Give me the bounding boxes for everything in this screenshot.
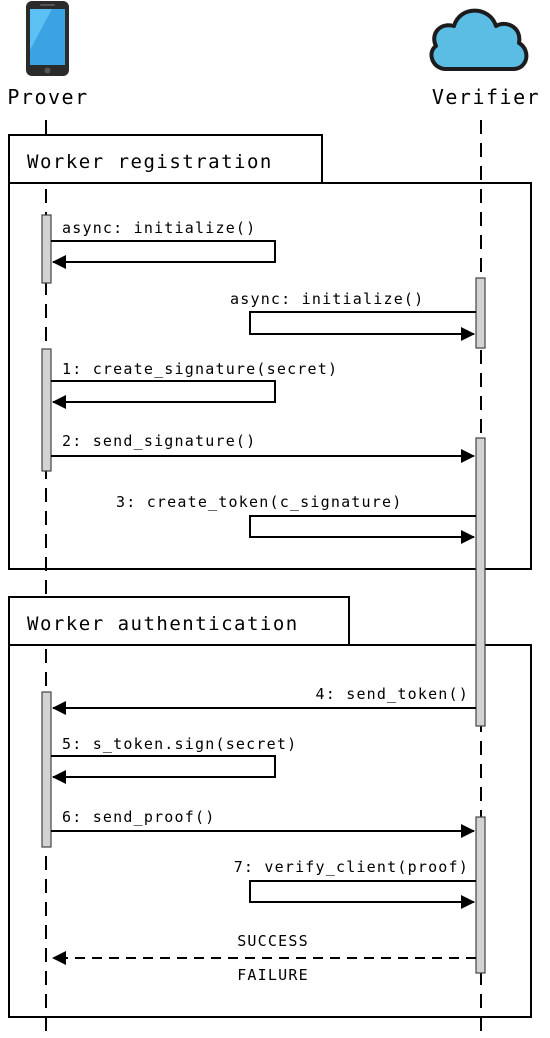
message-label: 2: send_signature() (62, 432, 256, 450)
verifier-activation (475, 437, 486, 727)
registration-frame-title: Worker registration (27, 151, 273, 173)
verifier-activation (475, 816, 486, 974)
message-verify-client: 7: verify_client(proof) (234, 858, 476, 909)
self-call-arrow (249, 311, 476, 341)
message-label: 6: send_proof() (62, 808, 215, 826)
message-send-signature: 2: send_signature() (51, 432, 475, 463)
message-label: async: initialize() (62, 219, 256, 237)
message-label: 1: create_signature(secret) (62, 360, 338, 378)
smartphone-icon (26, 1, 69, 76)
cloud-icon (429, 8, 529, 71)
message-verifier-initialize: async: initialize() (230, 290, 476, 341)
self-call-arrow (249, 515, 476, 544)
message-prover-initialize: async: initialize() (51, 219, 276, 269)
self-call-arrow (51, 240, 276, 269)
message-label: 3: create_token(c_signature) (116, 493, 402, 511)
message-create-signature: 1: create_signature(secret) (51, 360, 338, 409)
message-send-token: 4: send_token() (52, 685, 476, 715)
authentication-frame: Worker authentication (8, 596, 532, 1018)
prover-activation (41, 348, 52, 472)
message-label: 7: verify_client(proof) (234, 858, 469, 876)
prover-activation (41, 691, 52, 848)
message-create-token: 3: create_token(c_signature) (116, 493, 476, 544)
message-label: 4: send_token() (316, 685, 469, 703)
self-call-arrow (249, 880, 476, 909)
result-failure-label: FAILURE (237, 966, 309, 984)
self-call-arrow (51, 380, 276, 409)
registration-frame: Worker registration (8, 134, 532, 570)
result-success-label: SUCCESS (237, 932, 309, 950)
self-call-arrow (51, 755, 276, 784)
prover-activation (41, 214, 52, 284)
prover-label: Prover (7, 85, 88, 109)
message-label: async: initialize() (230, 290, 424, 308)
authentication-frame-title: Worker authentication (27, 613, 299, 635)
message-result: SUCCESS FAILURE (52, 932, 476, 984)
verifier-activation (475, 277, 486, 349)
message-label: 5: s_token.sign(secret) (62, 735, 297, 753)
message-send-proof: 6: send_proof() (51, 808, 475, 838)
verifier-label: Verifier (432, 85, 540, 109)
message-sign-token: 5: s_token.sign(secret) (51, 735, 297, 784)
